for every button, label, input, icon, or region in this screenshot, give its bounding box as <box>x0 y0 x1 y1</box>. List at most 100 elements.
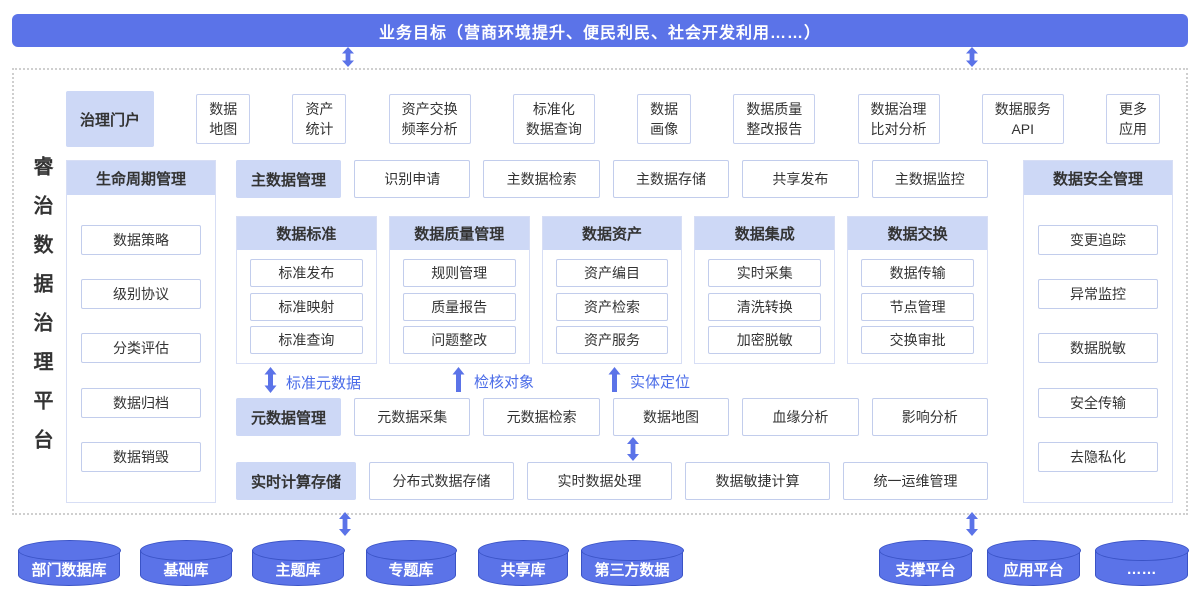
column-item: 规则管理 <box>402 259 516 288</box>
database-cylinder: 部门数据库 <box>17 540 121 586</box>
column-data-standard: 数据标准 标准发布 标准映射 标准查询 <box>236 216 377 364</box>
module-columns: 数据标准 标准发布 标准映射 标准查询 数据质量管理 规则管理 质量报告 问题整… <box>236 216 988 364</box>
realtime-row: 实时计算存储 分布式数据存储 实时数据处理 数据敏捷计算 统一运维管理 <box>236 462 989 500</box>
double-arrow-icon <box>264 367 277 397</box>
lifecycle-item: 数据销毁 <box>81 441 201 472</box>
column-title: 数据交换 <box>848 217 987 250</box>
column-item: 标准发布 <box>250 259 363 288</box>
metadata-item: 元数据采集 <box>354 398 471 436</box>
database-label: 专题库 <box>388 562 434 579</box>
database-label: 第三方数据 <box>594 562 670 579</box>
column-item: 标准查询 <box>250 325 363 354</box>
platform-container: 睿治数据治理平台 治理门户 数据 地图 资产 统计 资产交换 频率分析 标准化 … <box>12 68 1188 515</box>
portal-app-quality-report: 数据质量 整改报告 <box>733 94 816 144</box>
metadata-item: 元数据检索 <box>483 398 600 436</box>
lifecycle-item: 级别协议 <box>81 279 201 310</box>
platform-cylinder: …… <box>1094 540 1189 586</box>
database-cylinder: 主题库 <box>251 540 345 586</box>
portal-label: 治理门户 <box>66 91 154 147</box>
portal-app-governance-compare: 数据治理 比对分析 <box>857 94 940 144</box>
up-arrow-icon <box>608 367 621 396</box>
master-data-item: 识别申请 <box>354 160 471 198</box>
security-item: 去隐私化 <box>1038 441 1158 472</box>
flow-standard-metadata: 标准元数据 <box>264 367 361 397</box>
database-label: 共享库 <box>500 562 546 579</box>
column-item: 加密脱敏 <box>708 325 822 354</box>
column-item: 实时采集 <box>708 259 822 288</box>
master-data-item: 共享发布 <box>742 160 859 198</box>
flow-arrows-row: 标准元数据 检核对象 实体定位 <box>236 364 988 398</box>
column-item: 标准映射 <box>250 292 363 321</box>
platform-label: 应用平台 <box>1003 562 1064 579</box>
column-title: 数据质量管理 <box>389 217 529 250</box>
portal-app-standard-query: 标准化 数据查询 <box>512 94 595 144</box>
column-title: 数据资产 <box>542 217 682 250</box>
main-area: 生命周期管理 数据策略 级别协议 分类评估 数据归档 数据销毁 主数据管理 识别… <box>66 160 1173 503</box>
security-item: 安全传输 <box>1038 387 1158 418</box>
metadata-label: 元数据管理 <box>236 398 342 436</box>
column-item: 数据传输 <box>861 259 974 288</box>
flow-label: 标准元数据 <box>286 374 362 392</box>
database-label: 基础库 <box>163 562 209 579</box>
flow-entity-locate: 实体定位 <box>608 367 690 396</box>
column-item: 资产编目 <box>555 259 669 288</box>
master-data-label: 主数据管理 <box>236 160 342 198</box>
column-item: 节点管理 <box>861 292 974 321</box>
metadata-item: 影响分析 <box>871 398 988 436</box>
lifecycle-title: 生命周期管理 <box>67 161 215 195</box>
flow-label: 实体定位 <box>630 374 691 391</box>
double-arrow-icon <box>965 47 979 67</box>
metadata-item: 数据地图 <box>612 398 730 436</box>
column-data-quality: 数据质量管理 规则管理 质量报告 问题整改 <box>388 216 530 364</box>
column-item: 质量报告 <box>402 292 516 321</box>
database-label: 主题库 <box>275 562 321 579</box>
portal-app-asset-stats: 资产 统计 <box>292 94 347 144</box>
flow-label: 检核对象 <box>474 374 535 391</box>
business-goal-banner: 业务目标（营商环境提升、便民利民、社会开发利用……） <box>12 14 1188 47</box>
portal-app-data-map: 数据 地图 <box>196 94 251 144</box>
security-item: 异常监控 <box>1038 279 1158 310</box>
security-body: 变更追踪 异常监控 数据脱敏 安全传输 去隐私化 <box>1024 195 1172 502</box>
lifecycle-panel: 生命周期管理 数据策略 级别协议 分类评估 数据归档 数据销毁 <box>66 160 216 503</box>
database-label: 部门数据库 <box>31 562 107 579</box>
double-arrow-icon <box>965 512 979 536</box>
column-item: 问题整改 <box>402 325 516 354</box>
realtime-item: 数据敏捷计算 <box>685 462 831 500</box>
database-cylinder: 共享库 <box>477 540 569 586</box>
lifecycle-item: 数据策略 <box>81 225 201 256</box>
column-data-integration: 数据集成 实时采集 清洗转换 加密脱敏 <box>694 216 836 364</box>
security-panel: 数据安全管理 变更追踪 异常监控 数据脱敏 安全传输 去隐私化 <box>1023 160 1173 503</box>
up-arrow-icon <box>452 367 465 396</box>
column-title: 数据标准 <box>237 217 376 250</box>
business-goal-text: 业务目标（营商环境提升、便民利民、社会开发利用……） <box>378 24 821 42</box>
realtime-label: 实时计算存储 <box>236 462 357 500</box>
platform-label: …… <box>1126 561 1157 578</box>
column-data-asset: 数据资产 资产编目 资产检索 资产服务 <box>541 216 683 364</box>
master-data-item: 主数据检索 <box>483 160 600 198</box>
column-item: 清洗转换 <box>708 292 822 321</box>
security-title: 数据安全管理 <box>1024 161 1172 195</box>
double-arrow-icon <box>341 47 355 67</box>
platform-label: 支撑平台 <box>895 562 956 579</box>
middle-area: 主数据管理 识别申请 主数据检索 主数据存储 共享发布 主数据监控 数据标准 标… <box>236 160 989 503</box>
platform-title: 睿治数据治理平台 <box>30 156 52 468</box>
column-title: 数据集成 <box>695 217 835 250</box>
metadata-storage-connector <box>236 436 988 462</box>
portal-row: 治理门户 数据 地图 资产 统计 资产交换 频率分析 标准化 数据查询 数据 画… <box>66 90 1160 148</box>
lifecycle-item: 分类评估 <box>81 333 201 364</box>
flow-check-object: 检核对象 <box>452 367 534 396</box>
security-item: 变更追踪 <box>1038 225 1158 256</box>
lifecycle-item: 数据归档 <box>81 387 201 418</box>
double-arrow-icon <box>626 437 640 466</box>
security-item: 数据脱敏 <box>1038 333 1158 364</box>
portal-app-more: 更多 应用 <box>1105 94 1160 144</box>
platform-cylinder: 支撑平台 <box>878 540 973 586</box>
portal-app-data-profile: 数据 画像 <box>637 94 692 144</box>
portal-app-exchange-frequency: 资产交换 频率分析 <box>388 94 471 144</box>
master-data-item: 主数据存储 <box>612 160 730 198</box>
portal-app-data-service-api: 数据服务 API <box>981 94 1064 144</box>
metadata-item: 血缘分析 <box>742 398 859 436</box>
column-item: 交换审批 <box>861 325 974 354</box>
master-data-item: 主数据监控 <box>871 160 988 198</box>
